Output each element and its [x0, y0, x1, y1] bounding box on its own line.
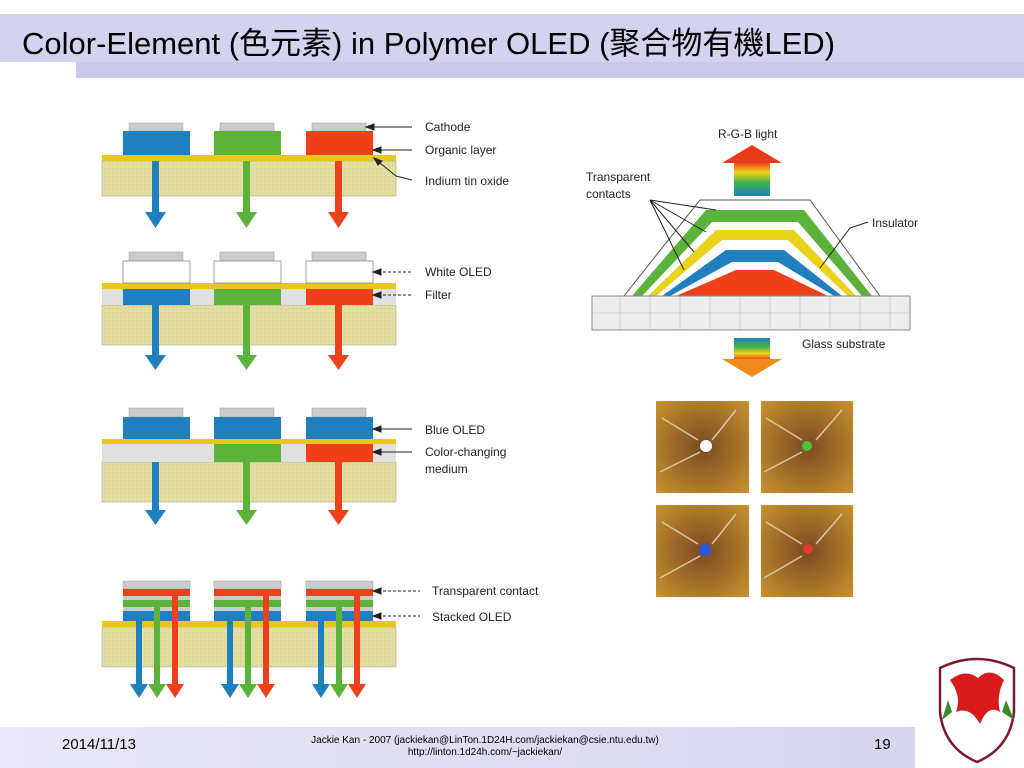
right-stacked-pyramid-diagram: [591, 145, 911, 377]
footer-credit-line2: http://linton.1d24h.com/~jackiekan/: [407, 747, 563, 758]
slide-title: Color-Element (色元素) in Polymer OLED (聚合物…: [22, 26, 836, 61]
label-contacts: contacts: [586, 187, 631, 201]
label-glass-substrate: Glass substrate: [802, 337, 886, 351]
label-organic-layer: Organic layer: [425, 143, 496, 157]
photo-white-pixel: [656, 401, 749, 493]
footer-band: [0, 727, 915, 768]
panel-stacked-oled: [101, 580, 397, 698]
label-filter: Filter: [425, 288, 452, 302]
photo-blue-pixel: [656, 505, 749, 597]
label-rgb-light: R-G-B light: [718, 127, 778, 141]
footer-credit: Jackie Kan - 2007 (jackiekan@LinTon.1D24…: [270, 735, 700, 759]
label-stacked-oled: Stacked OLED: [432, 610, 512, 624]
dragon-crest-icon: [938, 657, 1016, 764]
label-transparent-contact: Transparent contact: [432, 584, 539, 598]
footer-date: 2014/11/13: [62, 736, 136, 753]
label-cathode: Cathode: [425, 120, 471, 134]
panel-white-oled-filter: [101, 251, 397, 370]
oled-sample-photos: [656, 401, 853, 597]
footer-credit-line1: Jackie Kan - 2007 (jackiekan@LinTon.1D24…: [311, 735, 659, 746]
photo-green-pixel: [761, 401, 853, 493]
left-leader-lines: [364, 123, 420, 620]
label-medium: medium: [425, 462, 468, 476]
label-transparent: Transparent: [586, 170, 651, 184]
title-band: [0, 14, 1024, 62]
label-blue-oled: Blue OLED: [425, 423, 485, 437]
label-insulator: Insulator: [872, 216, 918, 230]
label-white-oled: White OLED: [425, 265, 492, 279]
title-underline: [76, 62, 1024, 78]
label-color-changing: Color-changing: [425, 445, 506, 459]
photo-red-pixel: [761, 505, 853, 597]
page-number: 19: [874, 736, 891, 753]
label-ito: Indium tin oxide: [425, 174, 509, 188]
panel-blue-oled-ccm: [101, 407, 397, 525]
panel-rgb-oled: [101, 122, 397, 228]
